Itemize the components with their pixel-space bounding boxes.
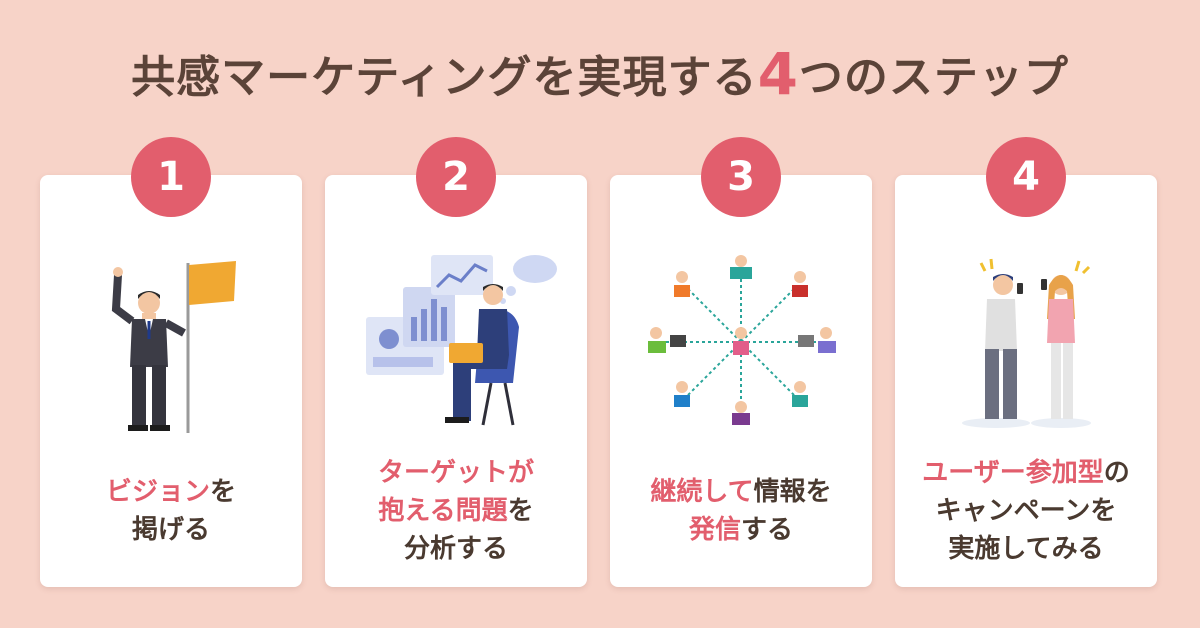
step-card-3: 3 継続して情報を 発信する [610, 137, 872, 587]
step-card-2: 2 ターゲットが 抱える問題を 分析する [325, 137, 587, 587]
caption-text: する [741, 515, 794, 545]
step-caption-1: ビジョンを 掲げる [40, 455, 302, 567]
caption-text: ユーザー参加型 [922, 458, 1104, 488]
caption-text: キャンペーンを [935, 496, 1117, 526]
caption-text: 情報を [753, 477, 832, 507]
step-caption-2: ターゲットが 抱える問題を 分析する [325, 455, 587, 567]
step-number-badge-2: 2 [416, 137, 496, 217]
step-number-badge-4: 4 [986, 137, 1066, 217]
title-suffix: つのステップ [798, 52, 1069, 103]
caption-text: 分析する [403, 534, 508, 564]
page-title: 共感マーケティングを実現する4つのステップ [0, 40, 1200, 108]
analyst-illustration [366, 255, 557, 426]
caption-text: 実施してみる [948, 534, 1104, 564]
businessman-flag-illustration [111, 261, 236, 433]
caption-text: 掲げる [131, 515, 210, 545]
caption-text: の [1103, 458, 1130, 488]
title-prefix: 共感マーケティングを実現する [131, 52, 758, 103]
step-card-4: 4 ユーザー参加型の キャンペーンを 実施してみる [895, 137, 1157, 587]
caption-text: を [507, 496, 534, 526]
caption-text: を [210, 477, 237, 507]
users-with-phones-illustration [962, 258, 1091, 428]
step-number-badge-3: 3 [701, 137, 781, 217]
step-caption-3: 継続して情報を 発信する [610, 455, 872, 567]
title-number: 4 [757, 40, 799, 108]
step-number-badge-1: 1 [131, 137, 211, 217]
caption-text: 抱える問題 [378, 496, 508, 526]
caption-text: 継続して [650, 477, 754, 507]
step-caption-4: ユーザー参加型の キャンペーンを 実施してみる [895, 455, 1157, 567]
step-card-1: 1 ビジョンを 掲げる [40, 137, 302, 587]
network-illustration [648, 255, 836, 425]
caption-text: ターゲットが [377, 458, 534, 488]
caption-text: 発信 [688, 515, 741, 545]
caption-text: ビジョン [105, 477, 210, 507]
